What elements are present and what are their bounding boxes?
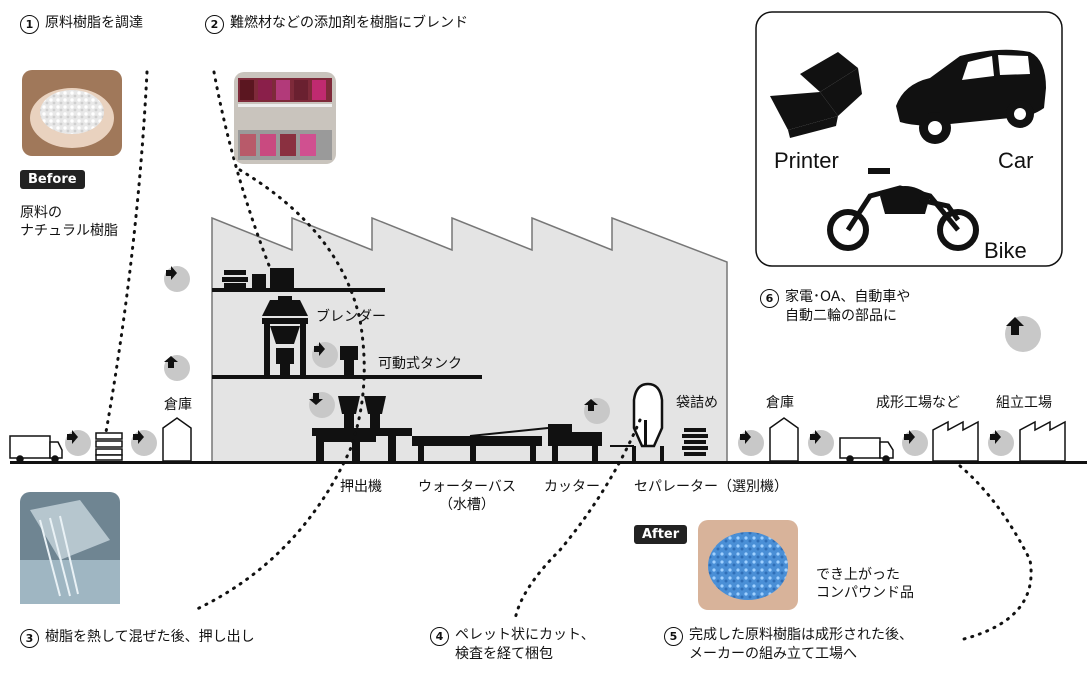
label-line: ウォーターバス	[418, 479, 516, 495]
warehouse-left-label: 倉庫	[164, 397, 192, 413]
blender-machine-icon	[262, 296, 308, 375]
step-4: 4 ペレット状にカット、検査を経て梱包	[430, 626, 595, 664]
step-6: 6 家電･OA、自動車や自動二輪の部品に	[760, 288, 910, 326]
ground-line	[10, 461, 1087, 464]
step-1: 1 原料樹脂を調達	[20, 14, 143, 34]
arrow-right-icon	[808, 430, 834, 456]
cutter-machine-icon	[548, 424, 602, 461]
water-bath-label: ウォーターバス （水槽）	[418, 478, 516, 514]
middle-floor	[212, 375, 482, 379]
photo-raw-resin	[22, 70, 122, 156]
movable-tank-icon	[340, 346, 358, 375]
step-number: 4	[430, 627, 449, 646]
arrow-down-icon	[309, 392, 335, 418]
water-bath-icon	[412, 427, 549, 461]
packed-bags-icon	[682, 428, 708, 456]
arrow-right-icon	[164, 266, 190, 292]
separator-machine-icon	[610, 382, 664, 461]
step-text-line: 検査を経て梱包	[455, 646, 553, 662]
after-badge: After	[634, 525, 688, 544]
separator-label: セパレーター（選別機）	[634, 479, 788, 495]
photo-compound-pellets	[698, 520, 798, 610]
assembly-label: 組立工場	[996, 395, 1052, 411]
truck-icon-right	[839, 437, 894, 463]
tank-label: 可動式タンク	[378, 356, 462, 372]
label-line: （水槽）	[438, 497, 495, 513]
extruder-label: 押出機	[340, 479, 382, 495]
arrow-up-icon	[584, 398, 610, 424]
product-panel	[755, 11, 1063, 267]
step-text-line: メーカーの組み立て工場へ	[689, 646, 857, 662]
printer-label: Printer	[774, 148, 839, 173]
step-number: 6	[760, 289, 779, 308]
factory-icon-molding	[932, 420, 979, 462]
step-3: 3 樹脂を熱して混ぜた後、押し出し	[20, 628, 255, 648]
warehouse-right-icon	[769, 417, 799, 462]
step-text: 難燃材などの添加剤を樹脂にブレンド	[230, 15, 468, 31]
caption-line: ナチュラル樹脂	[20, 223, 118, 239]
step-text: 樹脂を熱して混ぜた後、押し出し	[45, 629, 255, 645]
factory-icon-assembly	[1019, 420, 1066, 462]
material-bags-icon	[222, 268, 294, 288]
caption-line: 原料の	[20, 205, 62, 221]
step-text: 原料樹脂を調達	[45, 15, 143, 31]
step-number: 1	[20, 15, 39, 34]
step-text-line: 自動二輪の部品に	[785, 308, 897, 324]
extruder-machine-icon	[312, 396, 412, 461]
molding-label: 成形工場など	[876, 395, 960, 411]
step-number: 2	[205, 15, 224, 34]
step-5: 5 完成した原料樹脂は成形された後、メーカーの組み立て工場へ	[664, 626, 913, 664]
bike-label: Bike	[984, 238, 1027, 263]
motorcycle-icon	[827, 168, 979, 251]
caption-line: コンパウンド品	[816, 585, 914, 601]
arrow-right-icon	[988, 430, 1014, 456]
bagging-label: 袋詰め	[676, 395, 718, 411]
car-label: Car	[998, 148, 1034, 173]
step-number: 5	[664, 627, 683, 646]
arrow-up-icon	[1005, 316, 1041, 352]
arrow-right-icon	[65, 430, 91, 456]
photo-extrusion	[20, 492, 120, 604]
arrow-right-icon	[131, 430, 157, 456]
before-badge: Before	[20, 170, 85, 189]
car-icon	[896, 49, 1046, 144]
printer-icon	[770, 52, 862, 138]
step-text-line: ペレット状にカット、	[455, 627, 595, 643]
upper-floor	[212, 288, 385, 292]
step-2: 2 難燃材などの添加剤を樹脂にブレンド	[205, 14, 468, 34]
warehouse-left-icon	[162, 417, 192, 462]
blender-label: ブレンダー	[316, 309, 386, 325]
warehouse-right-label: 倉庫	[766, 395, 794, 411]
compound-caption: でき上がった コンパウンド品	[816, 566, 914, 602]
truck-icon-left	[9, 435, 63, 463]
raw-material-caption: 原料の ナチュラル樹脂	[20, 204, 118, 240]
photo-additives-shelf	[234, 72, 336, 164]
cutter-label: カッター	[544, 479, 600, 495]
bag-stack-icon	[95, 432, 123, 461]
step-text-line: 完成した原料樹脂は成形された後、	[689, 627, 913, 643]
caption-line: でき上がった	[816, 567, 900, 583]
step-text-line: 家電･OA、自動車や	[785, 289, 911, 305]
arrow-up-icon	[164, 355, 190, 381]
arrow-right-icon	[902, 430, 928, 456]
arrow-right-icon	[738, 430, 764, 456]
step-number: 3	[20, 629, 39, 648]
arrow-right-icon	[312, 342, 338, 368]
flow-paths	[104, 70, 1033, 642]
